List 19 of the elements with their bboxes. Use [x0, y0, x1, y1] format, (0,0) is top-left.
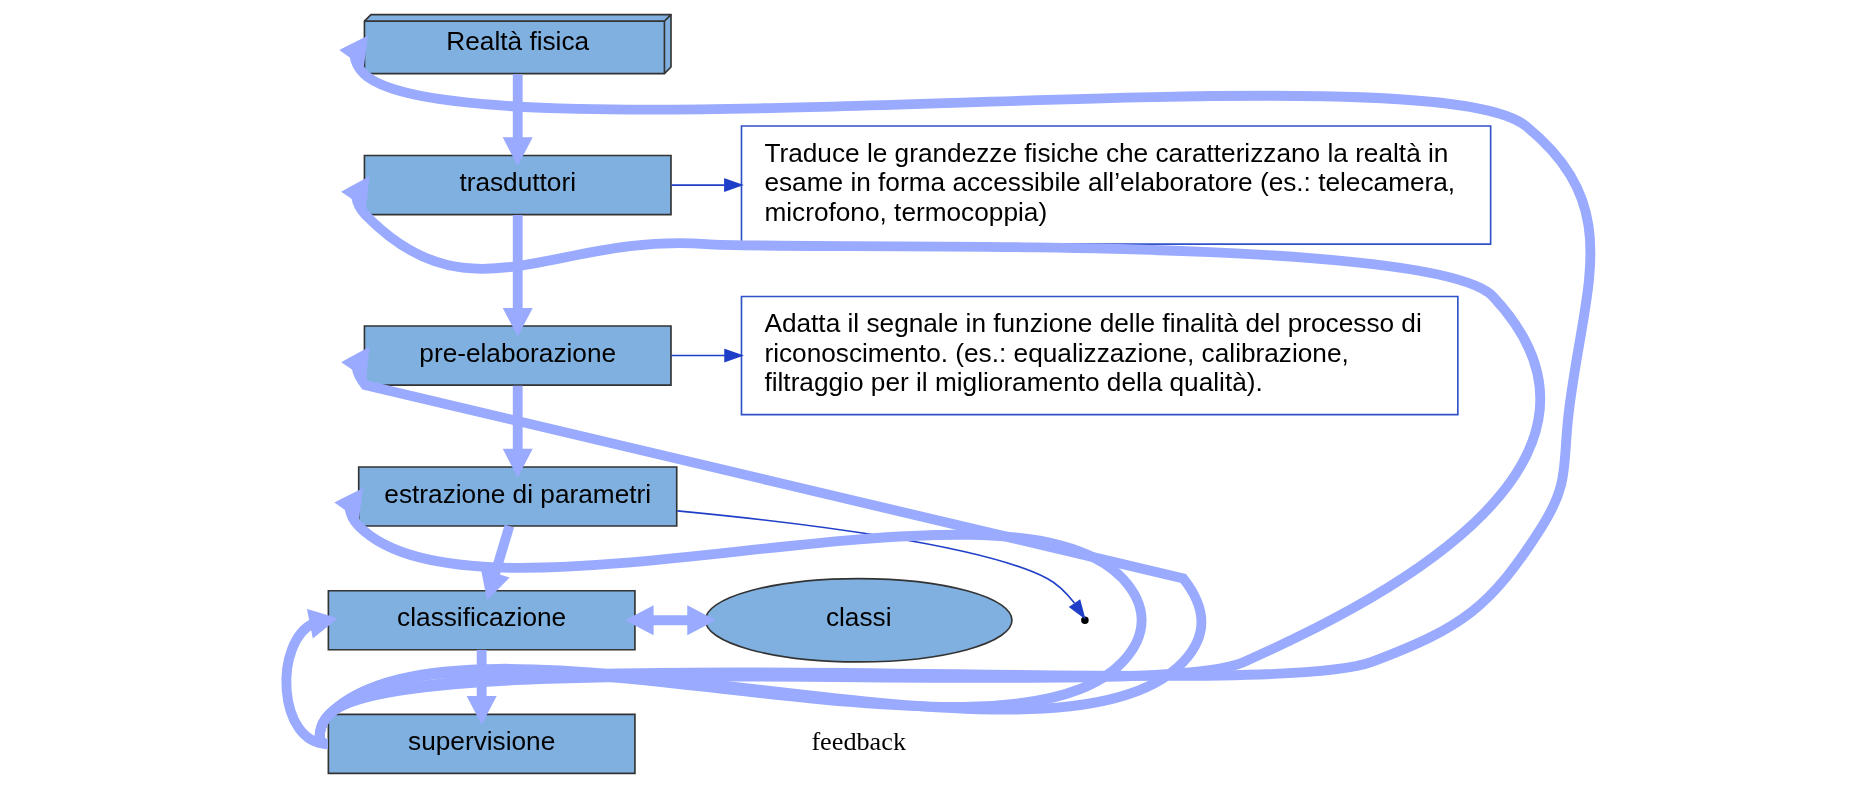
arrow — [281, 609, 338, 749]
node-box: Adatta il segnale in funzione delle finalità del processo di riconoscimento. (es.: equalizzazione, calibrazione, filtraggio per il miglioramento della qualità). — [740, 295, 1459, 416]
node-box: estrazione di parametri — [357, 466, 678, 527]
arrow — [502, 215, 533, 337]
label: feedback — [810, 727, 906, 757]
arrow — [502, 74, 533, 166]
arrow — [480, 524, 514, 601]
node-box: pre-elaborazione — [363, 325, 672, 386]
arrow — [675, 510, 1086, 620]
arrow — [669, 348, 744, 363]
arrow — [670, 178, 744, 192]
arrow — [502, 385, 533, 478]
node-box: Traduce le grandezze fisiche che caratterizzano la realtà in esame in forma accessibile all’elaboratore (es.: telecamera, microfono, termocoppia) — [740, 125, 1491, 245]
node-ellipse: classi — [704, 577, 1013, 663]
arrow — [466, 649, 497, 725]
arrow — [624, 605, 716, 636]
node-box: classificazione — [327, 589, 636, 651]
node-box: supervisione — [327, 713, 636, 775]
node-box: trasduttori — [363, 154, 672, 216]
